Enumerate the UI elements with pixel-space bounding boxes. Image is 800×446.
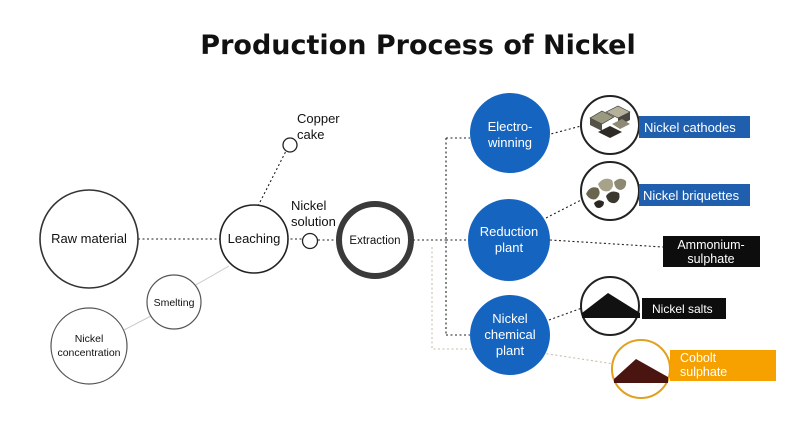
- nickel-salts-tag: [642, 298, 726, 319]
- nickel-solution-node: Nickel solution: [291, 198, 336, 250]
- raw-material-node: Raw material: [39, 189, 139, 289]
- nickel-briquettes-label: Nickel briquettes: [643, 188, 740, 203]
- connector-chemical-cobalt: [541, 352, 615, 365]
- nickel-concentration-label-line2: concentration: [57, 347, 120, 359]
- cobalt-sulphate-tag: [670, 350, 776, 381]
- copper-cake-label-line1: Copper: [297, 111, 340, 126]
- nickel-concentration-node: Nickel concentration: [50, 307, 128, 385]
- copper-cake-label-line2: cake: [297, 127, 324, 142]
- nickel-solution-label-line2: solution: [291, 214, 336, 229]
- cobalt-sulphate-label-line1: Cobolt: [680, 351, 717, 365]
- connector-smelting-leaching: [193, 265, 230, 287]
- nickel-salts-label: Nickel salts: [652, 302, 713, 316]
- nickel-briquettes-icon: [580, 161, 640, 221]
- reduction-plant-label-line2: plant: [495, 240, 524, 255]
- nickel-chemical-plant-label-line3: plant: [496, 343, 525, 358]
- page-title: Production Process of Nickel: [200, 30, 635, 61]
- connector-chemical-salts: [548, 307, 583, 321]
- electrowinning-label-line1: Electro-: [488, 119, 533, 134]
- electrowinning-node: Electro- winning: [470, 93, 550, 173]
- leaching-node: Leaching: [219, 204, 289, 274]
- reduction-plant-label-line1: Reduction: [480, 224, 539, 239]
- nickel-cathodes-tag: [639, 116, 750, 138]
- extraction-label: Extraction: [349, 235, 400, 247]
- nickel-briquettes-tag: [639, 184, 750, 206]
- leaching-label: Leaching: [228, 231, 281, 246]
- nickel-chemical-plant-label-line2: chemical: [484, 327, 535, 342]
- connector-reduction-briquettes: [541, 197, 586, 221]
- smelting-node: Smelting: [146, 274, 202, 330]
- ammonium-sulphate-label-line1: Ammonium-: [677, 238, 744, 252]
- connector-branch-cobalt-path: [431, 247, 472, 350]
- nickel-salts-pile-icon: [580, 276, 640, 336]
- reduction-plant-node: Reduction plant: [468, 199, 550, 281]
- nickel-cathodes-label: Nickel cathodes: [644, 120, 736, 135]
- connector-electrowinning-cathodes: [546, 125, 582, 136]
- ammonium-sulphate-label-line2: sulphate: [687, 252, 734, 266]
- raw-material-label: Raw material: [51, 231, 127, 246]
- connector-leaching-copper: [257, 150, 287, 207]
- electrowinning-label-line2: winning: [487, 135, 532, 150]
- cobalt-sulphate-pile-icon: [611, 339, 671, 399]
- smelting-label: Smelting: [154, 297, 195, 309]
- connector-reduction-ammonium: [549, 239, 664, 248]
- nickel-chemical-plant-label-line1: Nickel: [492, 311, 528, 326]
- nickel-solution-label-line1: Nickel: [291, 198, 327, 213]
- extraction-node: Extraction: [336, 201, 414, 279]
- nickel-cathodes-icon: [580, 95, 640, 155]
- connector-concentration-smelting: [121, 315, 152, 332]
- nickel-concentration-label-line1: Nickel: [75, 333, 104, 345]
- copper-cake-node: Copper cake: [282, 111, 340, 153]
- nickel-chemical-plant-node: Nickel chemical plant: [470, 295, 550, 375]
- connectors: [121, 125, 664, 365]
- cobalt-sulphate-label-line2: sulphate: [680, 365, 727, 379]
- ammonium-sulphate-tag: [663, 236, 760, 267]
